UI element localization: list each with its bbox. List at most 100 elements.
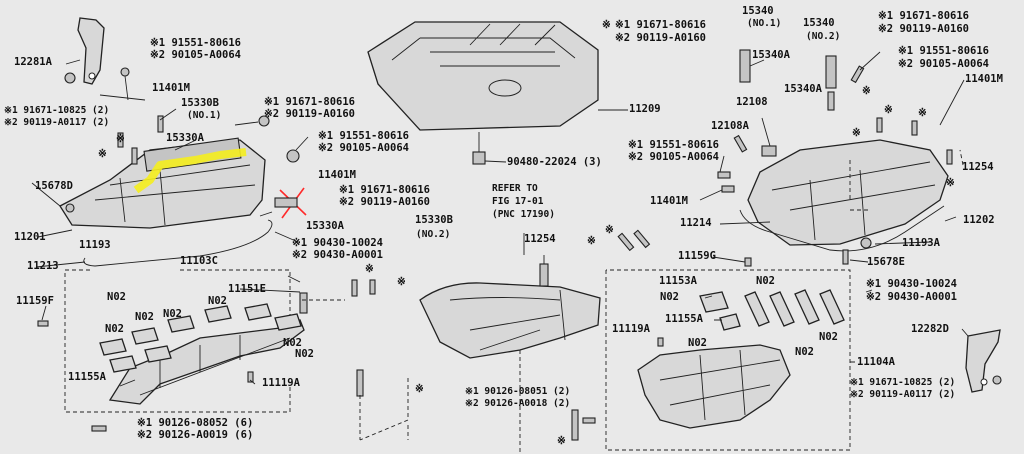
- bolt-11151e: [299, 292, 308, 314]
- label-90430-d: ※2 90430-A0001: [866, 291, 957, 303]
- label-n02: N02: [105, 323, 124, 335]
- label-91671-b: ※1 91671-80616: [264, 96, 355, 108]
- label-n02: N02: [163, 308, 182, 320]
- label-15340-no1: 15340: [742, 5, 774, 17]
- sensor-11401m-left: [120, 67, 130, 77]
- label-91671-f: ※1 91671-10825 (2): [850, 377, 956, 388]
- label-90430-c: ※1 90430-10024: [866, 278, 957, 290]
- label-90430-b: ※2 90430-A0001: [292, 249, 383, 261]
- cam-caps-left: [99, 303, 302, 373]
- intake-manifold-upper: [419, 282, 601, 359]
- grommet-11193a: [860, 237, 872, 249]
- label-15330b-b: 15330B: [415, 214, 453, 226]
- label-15678d: 15678D: [35, 180, 73, 192]
- label-90430-a: ※1 90430-10024: [292, 237, 383, 249]
- label-n02: N02: [688, 337, 707, 349]
- oring-left-1: [258, 115, 270, 127]
- refer-fig-text: FIG 17-01: [492, 196, 544, 207]
- label-n02: N02: [107, 291, 126, 303]
- grommet-15678d: [65, 203, 75, 213]
- asterisk-mark: ※: [852, 127, 861, 139]
- label-90105-a: ※2 90105-A0064: [150, 49, 241, 61]
- asterisk-mark: ※: [862, 85, 871, 97]
- label-15678e: 15678E: [867, 256, 905, 268]
- label-n02: N02: [756, 275, 775, 287]
- refer-to-text: REFER TO: [492, 183, 538, 194]
- label-11119a-right: 11119A: [612, 323, 650, 335]
- label-90119-f: ※2 90119-A0117 (2): [850, 389, 956, 400]
- label-11153a: 11153A: [659, 275, 697, 287]
- asterisk-mark: ※: [884, 104, 893, 116]
- bolt-90430-b: [369, 279, 376, 295]
- label-15340-no2-sub: (NO.2): [806, 31, 841, 42]
- label-11103c: 11103C: [180, 255, 218, 267]
- label-91671-c: ※1 91671-80616: [339, 184, 430, 196]
- bolt-90126-center-2: [582, 417, 596, 424]
- vvt-solenoids-right: [739, 49, 837, 111]
- bolt-left-1: [157, 115, 164, 133]
- label-15330a-b: 15330A: [306, 220, 344, 232]
- label-90119-e: ※2 90119-A0160: [878, 23, 969, 35]
- sensor-11401m-left-2: [286, 149, 300, 163]
- label-90126-d: ※2 90126-A0018 (2): [465, 398, 571, 409]
- label-11202: 11202: [963, 214, 995, 226]
- label-11193a: 11193A: [902, 237, 940, 249]
- label-15340a-1: 15340A: [752, 49, 790, 61]
- label-12281a: 12281A: [14, 56, 52, 68]
- label-15330b-a-sub: (NO.1): [187, 110, 222, 121]
- label-12108: 12108: [736, 96, 768, 108]
- asterisk-mark: ※: [415, 383, 424, 395]
- label-n02: N02: [135, 311, 154, 323]
- label-12282d: 12282D: [911, 323, 949, 335]
- label-91671-e: ※1 91671-80616: [878, 10, 969, 22]
- cam-housing-right-lower: [637, 344, 791, 429]
- label-91551-c: ※1 91551-80616: [898, 45, 989, 57]
- engine-hanger-bracket-left: [77, 17, 105, 85]
- label-90480: 90480-22024 (3): [507, 156, 602, 168]
- bolt-12281-left: [64, 72, 76, 84]
- asterisk-mark: ※: [116, 133, 125, 145]
- label-n02: N02: [819, 331, 838, 343]
- highlight-marker: [133, 148, 247, 194]
- vvt-solenoid-15330a-left: [274, 197, 298, 208]
- label-11193: 11193: [79, 239, 111, 251]
- label-11119a: 11119A: [262, 377, 300, 389]
- label-11155a: 11155A: [68, 371, 106, 383]
- label-11401m-c: 11401M: [965, 73, 1003, 85]
- label-11254-right: 11254: [962, 161, 994, 173]
- label-12108a: 12108A: [711, 120, 749, 132]
- gasket-11213: [83, 219, 273, 267]
- asterisk-mark: ※: [557, 435, 566, 447]
- callout-box-11103c: [64, 269, 291, 413]
- label-11401m-d: 11401M: [650, 195, 688, 207]
- bolt-left-3: [117, 132, 124, 148]
- label-15330b-b-sub: (NO.2): [416, 229, 451, 240]
- label-91551-a: ※1 91551-80616: [150, 37, 241, 49]
- label-91551-d: ※1 91551-80616: [628, 139, 719, 151]
- label-90105-c: ※2 90105-A0064: [898, 58, 989, 70]
- label-91671-d: ※1 91671-80616: [615, 19, 706, 31]
- engine-cover-11209: [367, 21, 599, 131]
- bolt-12282-right: [992, 375, 1002, 385]
- label-11401m-a: 11401M: [152, 82, 190, 94]
- asterisk-mark: ※: [946, 177, 955, 189]
- label-90105-d: ※2 90105-A0064: [628, 151, 719, 163]
- label-11213: 11213: [27, 260, 59, 272]
- bolt-90126-center: [571, 409, 579, 441]
- bolt-90430-a: [351, 279, 358, 297]
- bolt-90126-left-2: [91, 425, 107, 432]
- label-11155a-right: 11155A: [665, 313, 703, 325]
- grommet-90480: [472, 151, 486, 165]
- label-11201: 11201: [14, 231, 46, 243]
- gasket-11214: [739, 205, 945, 252]
- asterisk-mark: ※: [587, 235, 596, 247]
- label-11104a: 11104A: [857, 356, 895, 368]
- label-11159f: 11159F: [16, 295, 54, 307]
- label-n02: N02: [295, 348, 314, 360]
- bolt-left-2: [131, 147, 138, 165]
- label-n02: N02: [660, 291, 679, 303]
- label-90126-c: ※1 90126-08051 (2): [465, 386, 571, 397]
- label-90126-b: ※2 90126-A0019 (6): [137, 429, 254, 441]
